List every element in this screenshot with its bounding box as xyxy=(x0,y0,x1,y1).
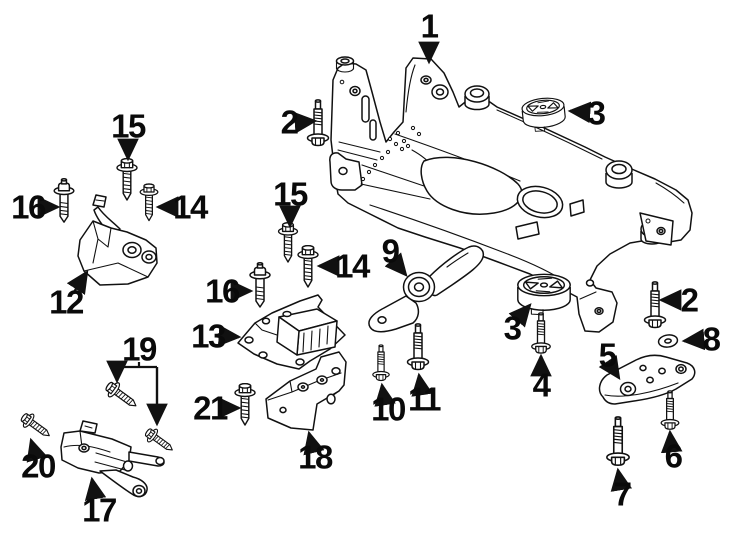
part-7-bolt xyxy=(606,416,630,467)
part-11-bolt xyxy=(406,323,430,371)
part-19-bolt-b xyxy=(141,424,178,457)
callout-label-2-left[interactable]: 2 xyxy=(280,103,299,141)
part-19-bolt-a xyxy=(102,377,142,414)
callout-label-2-right[interactable]: 2 xyxy=(680,281,699,319)
callout-arrow-20 xyxy=(26,437,48,463)
callout-label-3-top[interactable]: 3 xyxy=(587,94,606,132)
part-9-torque-strut-mount xyxy=(368,245,485,333)
callout-label-20[interactable]: 20 xyxy=(21,447,56,485)
callout-label-12[interactable]: 12 xyxy=(49,283,84,321)
callout-label-17[interactable]: 17 xyxy=(82,491,117,529)
callout-label-7[interactable]: 7 xyxy=(613,475,632,513)
part-21-bolt xyxy=(234,382,256,426)
callout-arrow-18 xyxy=(303,430,325,456)
callout-label-9[interactable]: 9 xyxy=(381,232,400,270)
callout-label-21[interactable]: 21 xyxy=(193,389,228,427)
part-16-stud-left xyxy=(53,177,75,223)
callout-arrow-13 xyxy=(217,324,242,347)
callout-arrow-9 xyxy=(384,252,408,277)
part-1-subframe-crossmember xyxy=(329,56,693,333)
callout-arrow-10 xyxy=(374,382,396,407)
callout-label-11[interactable]: 11 xyxy=(408,380,441,418)
part-20-bolt xyxy=(17,409,55,443)
callout-arrow-3-top xyxy=(567,101,592,124)
part-13-transmission-mount-bracket xyxy=(237,294,346,370)
rivet-dots xyxy=(360,125,422,182)
callout-label-13[interactable]: 13 xyxy=(191,317,226,355)
callout-arrow-17 xyxy=(84,476,107,501)
part-10-bolt xyxy=(372,344,390,382)
part-15-bolt-left xyxy=(116,157,138,201)
callout-label-5[interactable]: 5 xyxy=(598,336,617,374)
callout-label-15-middle[interactable]: 15 xyxy=(273,175,308,213)
part-14-bolt-middle xyxy=(297,244,319,288)
callout-label-16-left[interactable]: 16 xyxy=(11,188,46,226)
callout-label-4[interactable]: 4 xyxy=(532,366,551,404)
callout-arrows xyxy=(26,41,706,501)
part-17-engine-support-bracket xyxy=(60,420,165,498)
callout-arrow-12 xyxy=(66,269,89,295)
part-14-bolt-left xyxy=(139,183,159,222)
callout-arrow-7 xyxy=(610,467,633,492)
callout-label-3-bottom[interactable]: 3 xyxy=(503,309,522,347)
part-12-engine-mount-bracket xyxy=(77,194,158,286)
part-18-mount-support-block xyxy=(265,351,347,431)
callout-label-16-middle[interactable]: 16 xyxy=(205,272,240,310)
callout-label-18[interactable]: 18 xyxy=(298,438,333,476)
part-2-bolt-right xyxy=(643,281,667,329)
callout-arrow-3-bottom xyxy=(508,303,532,328)
part-8-washer xyxy=(657,334,679,348)
callout-arrow-5 xyxy=(598,355,621,380)
callout-label-14-middle[interactable]: 14 xyxy=(335,247,370,285)
callout-arrow-11 xyxy=(411,372,433,397)
part-16-stud-middle xyxy=(249,261,271,308)
callout-arrow-2-left xyxy=(293,111,318,134)
callout-label-10[interactable]: 10 xyxy=(371,390,406,428)
callout-arrow-8 xyxy=(681,328,706,351)
part-6-bolt xyxy=(660,390,680,430)
part-15-bolt-middle xyxy=(277,222,299,263)
callout-label-15-left[interactable]: 15 xyxy=(111,107,146,145)
callout-label-1[interactable]: 1 xyxy=(420,7,439,45)
callout-arrow-6 xyxy=(660,429,683,454)
part-2-bolt-left xyxy=(306,99,330,147)
callout-label-19[interactable]: 19 xyxy=(122,330,157,368)
callout-label-8[interactable]: 8 xyxy=(702,320,721,358)
part-4-bolt xyxy=(531,312,551,354)
callout-label-6[interactable]: 6 xyxy=(664,437,683,475)
callout-label-14-left[interactable]: 14 xyxy=(173,188,208,226)
callout-arrow-19 xyxy=(106,360,168,427)
